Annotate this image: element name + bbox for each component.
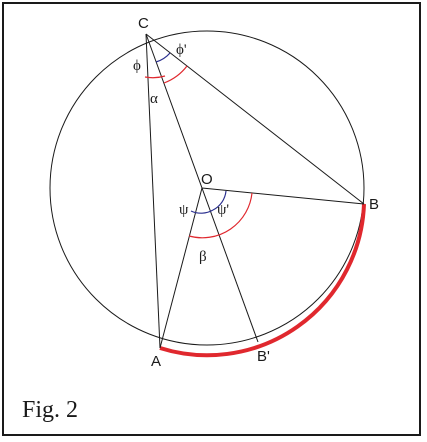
label-point-b: B [369,196,379,213]
label-angle-psi-prime: ψ' [217,202,229,218]
angle-arc-psi-prime [212,190,227,211]
figure-caption: Fig. 2 [22,397,79,423]
radius-ob [201,187,365,205]
segment-ca [145,33,161,349]
arc-ab-highlight [159,203,366,358]
angle-arc-alpha [144,75,166,79]
circumcircle [49,30,365,346]
figure-frame [2,2,421,436]
label-angle-phi: ϕ [133,58,141,74]
label-angle-alpha: α [150,91,158,107]
label-point-o: O [201,171,213,188]
segment-cb [145,33,365,205]
angle-arc-beta [188,192,253,239]
angle-arc-psi [190,209,214,214]
label-angle-phi-prime: ϕ' [176,42,187,58]
label-point-c: C [138,15,149,32]
radius-oa [159,187,203,349]
angle-arc-phi-prime-blue [155,52,171,63]
label-point-b-prime: B' [257,348,270,365]
label-point-a: A [151,353,161,370]
label-angle-psi: ψ [179,202,189,218]
label-angle-beta: β [199,249,207,265]
angle-arc-phi-prime-red [163,65,188,84]
